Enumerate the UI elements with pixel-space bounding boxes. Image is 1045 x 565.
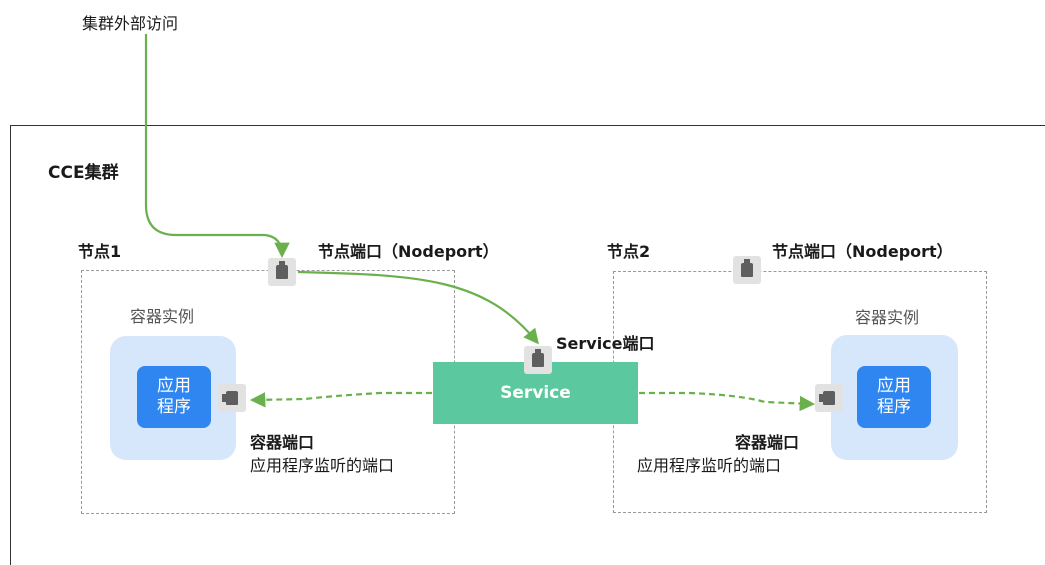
node1-label: 节点1 [78, 242, 122, 261]
node2-label: 节点2 [607, 242, 651, 261]
app-text-line1: 应用 [157, 376, 191, 396]
cluster-title: CCE集群 [48, 163, 119, 183]
node1-instance-label: 容器实例 [130, 307, 195, 326]
nodeport-to-service-arrow [297, 270, 539, 345]
node1-container-port-icon [218, 384, 246, 412]
service-to-node1-container-arrow [249, 391, 432, 408]
external-access-arrow [144, 34, 290, 259]
node1-container-port-desc: 应用程序监听的端口 [250, 456, 395, 475]
node2-container-port-icon [815, 384, 843, 412]
service-label: Service [500, 383, 571, 403]
flow-arrows [144, 34, 816, 412]
node2-nodeport-label: 节点端口（Nodeport） [772, 242, 953, 261]
external-access-label: 集群外部访问 [82, 14, 179, 33]
node1-application: 应用程序 [137, 366, 211, 428]
node2-nodeport-icon [733, 256, 761, 284]
node2-container-port-desc: 应用程序监听的端口 [637, 456, 782, 475]
node2-instance-label: 容器实例 [855, 308, 920, 327]
node2-container-port-title: 容器端口 [735, 433, 800, 452]
cce-cluster-box [10, 125, 1045, 565]
node1-nodeport-label: 节点端口（Nodeport） [318, 242, 499, 261]
node1-container-port-title: 容器端口 [250, 433, 315, 452]
node1-nodeport-icon [268, 258, 296, 286]
node2-application: 应用程序 [857, 366, 931, 428]
service-to-node2-container-arrow [639, 391, 816, 412]
app-text-line2: 程序 [157, 397, 191, 417]
app-text-line1: 应用 [877, 376, 911, 396]
app-text-line2: 程序 [877, 397, 911, 417]
service-port-label: Service端口 [556, 334, 655, 353]
service-port-icon [524, 346, 552, 374]
